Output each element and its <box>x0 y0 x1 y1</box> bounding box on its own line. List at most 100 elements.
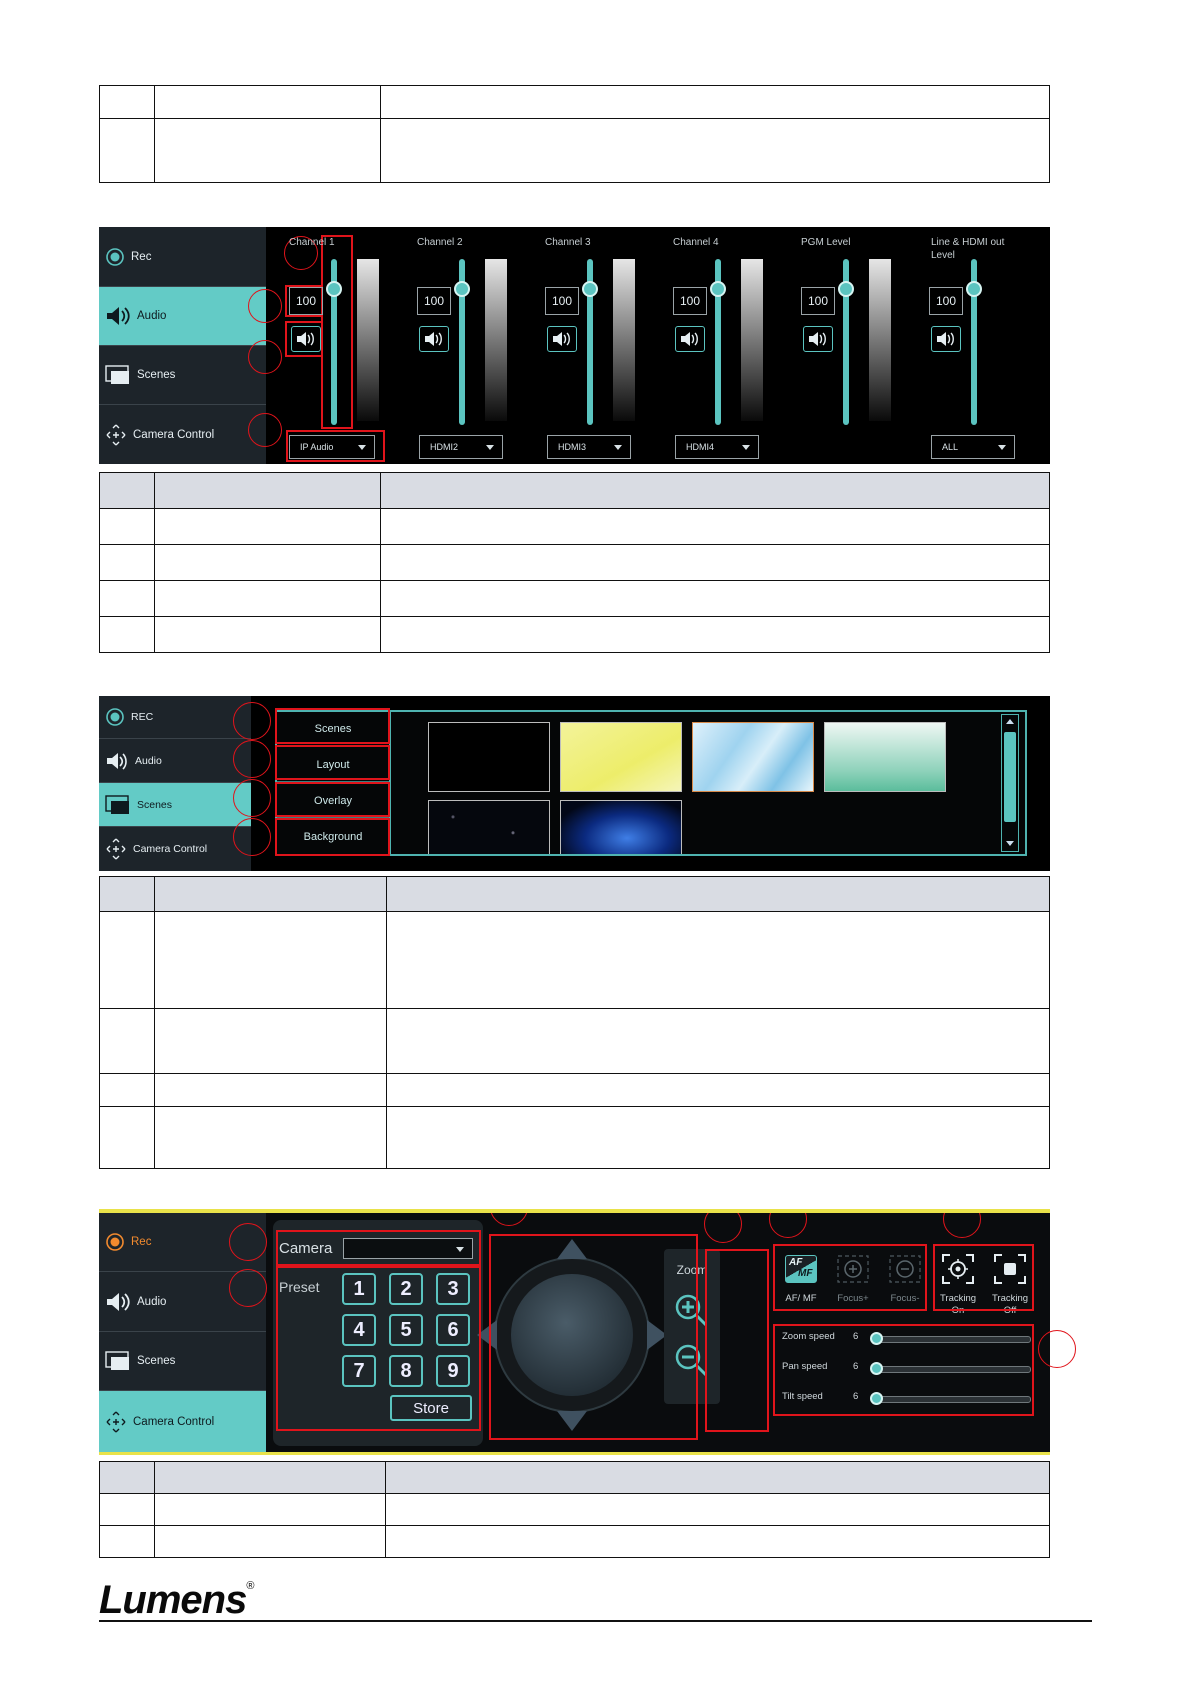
speed-slider[interactable] <box>870 1362 1031 1375</box>
scroll-up-icon[interactable] <box>1006 719 1014 724</box>
focus-plus-icon[interactable] <box>837 1255 869 1288</box>
sidebar-item-scenes[interactable]: Scenes <box>99 346 266 405</box>
background-thumbnail-starfield[interactable] <box>428 800 550 854</box>
sidebar-item-rec[interactable]: Rec <box>99 227 266 287</box>
background-thumbnail-blue-glow[interactable] <box>560 800 682 854</box>
sidebar-item-rec[interactable]: REC <box>99 696 251 739</box>
volume-slider-track[interactable] <box>587 259 593 425</box>
tab-overlay[interactable]: Overlay <box>277 784 389 818</box>
sidebar-item-scenes[interactable]: Scenes <box>99 1332 266 1391</box>
table-row <box>99 616 1050 653</box>
volume-slider-handle[interactable] <box>582 280 598 297</box>
background-thumbnail-blue-polygon[interactable] <box>692 722 814 792</box>
scrollbar-thumb[interactable] <box>1004 732 1016 822</box>
dropdown-value: HDMI4 <box>686 442 715 452</box>
volume-slider-handle[interactable] <box>454 280 470 297</box>
pan-arrows-icon <box>105 837 127 861</box>
speed-slider[interactable] <box>870 1392 1031 1405</box>
table-row <box>99 1073 1050 1107</box>
speed-slider-handle[interactable] <box>870 1332 883 1345</box>
callout-circle <box>248 340 282 374</box>
store-button[interactable]: Store <box>390 1395 472 1421</box>
mute-button[interactable] <box>419 326 449 352</box>
camera-select[interactable] <box>343 1238 473 1259</box>
tracking-off-icon[interactable] <box>993 1253 1027 1290</box>
sidebar-item-camera-control[interactable]: Camera Control <box>99 827 251 871</box>
sidebar-item-camera-control[interactable]: Camera Control <box>99 1391 266 1452</box>
highlight-mute <box>285 321 323 357</box>
scroll-down-icon[interactable] <box>1006 841 1014 846</box>
volume-slider-track[interactable] <box>331 259 337 425</box>
preset-key-4[interactable]: 4 <box>342 1314 376 1346</box>
audio-source-dropdown[interactable]: HDMI3 <box>547 435 631 459</box>
tab-background[interactable]: Background <box>303 831 363 843</box>
table-header-row <box>99 876 1050 912</box>
sidebar-item-label: Scenes <box>137 1355 176 1367</box>
highlight-preset <box>276 1266 481 1431</box>
af-mf-icon[interactable]: AF MF <box>785 1255 817 1283</box>
highlight-focus <box>773 1244 927 1311</box>
sidebar-item-camera-control[interactable]: Camera Control <box>99 405 266 464</box>
speaker-icon <box>105 305 131 327</box>
preset-key-1[interactable]: 1 <box>342 1273 376 1305</box>
sidebar-item-audio[interactable]: Audio <box>99 739 251 783</box>
focus-minus-icon[interactable] <box>889 1255 921 1288</box>
volume-slider-handle[interactable] <box>838 280 854 297</box>
speaker-icon <box>553 332 570 346</box>
callout-circle <box>233 702 271 740</box>
audio-source-dropdown[interactable]: HDMI2 <box>419 435 503 459</box>
scrollbar[interactable] <box>1001 714 1019 852</box>
sidebar-item-audio[interactable]: Audio <box>99 287 266 346</box>
background-thumbnail-yellow[interactable] <box>560 722 682 792</box>
speed-slider-handle[interactable] <box>870 1392 883 1405</box>
table-header-row <box>99 1461 1050 1494</box>
callout-circle <box>284 236 318 270</box>
scenes-icon <box>105 365 131 385</box>
preset-key-5[interactable]: 5 <box>389 1314 423 1346</box>
speed-slider-handle[interactable] <box>870 1362 883 1375</box>
background-thumbnail-black[interactable] <box>428 722 550 792</box>
tab-layout[interactable]: Layout <box>277 748 389 782</box>
sidebar: REC Audio Scenes Camera Control <box>99 696 251 871</box>
sidebar-item-rec[interactable]: Rec <box>99 1213 266 1272</box>
preset-key-6[interactable]: 6 <box>436 1314 470 1346</box>
preset-key-2[interactable]: 2 <box>389 1273 423 1305</box>
mute-button[interactable] <box>803 326 833 352</box>
mute-button[interactable] <box>675 326 705 352</box>
volume-value-field[interactable]: 100 <box>929 287 963 315</box>
speed-slider[interactable] <box>870 1332 1031 1345</box>
preset-key-3[interactable]: 3 <box>436 1273 470 1305</box>
mute-button[interactable] <box>931 326 961 352</box>
volume-value-field[interactable]: 100 <box>545 287 579 315</box>
record-icon <box>105 707 125 727</box>
tracking-on-icon[interactable] <box>941 1253 975 1290</box>
volume-slider-track[interactable] <box>971 259 977 425</box>
volume-value-field[interactable]: 100 <box>289 287 323 315</box>
footer-rule <box>99 1620 1092 1622</box>
callout-circle <box>943 1213 981 1238</box>
sidebar-item-label: Audio <box>137 1295 167 1308</box>
preset-key-9[interactable]: 9 <box>436 1355 470 1387</box>
volume-value-field[interactable]: 100 <box>673 287 707 315</box>
volume-slider-handle[interactable] <box>710 280 726 297</box>
ptz-joystick[interactable] <box>475 1235 669 1440</box>
volume-slider-track[interactable] <box>459 259 465 425</box>
sidebar-item-scenes[interactable]: Scenes <box>99 783 251 827</box>
audio-source-dropdown[interactable]: ALL <box>931 435 1015 459</box>
audio-source-dropdown[interactable]: IP Audio <box>289 435 375 459</box>
preset-key-7[interactable]: 7 <box>342 1355 376 1387</box>
volume-value-field[interactable]: 100 <box>417 287 451 315</box>
background-thumbnail-green[interactable] <box>824 722 946 792</box>
volume-slider-handle[interactable] <box>966 280 982 297</box>
volume-slider-track[interactable] <box>715 259 721 425</box>
volume-value-field[interactable]: 100 <box>801 287 835 315</box>
volume-slider-handle[interactable] <box>326 280 342 297</box>
channel-label: Channel 3 <box>545 237 591 248</box>
table-row <box>99 1106 1050 1169</box>
volume-slider-track[interactable] <box>843 259 849 425</box>
mute-button[interactable] <box>291 326 321 352</box>
preset-key-8[interactable]: 8 <box>389 1355 423 1387</box>
mute-button[interactable] <box>547 326 577 352</box>
audio-source-dropdown[interactable]: HDMI4 <box>675 435 759 459</box>
sidebar-item-audio[interactable]: Audio <box>99 1272 266 1332</box>
